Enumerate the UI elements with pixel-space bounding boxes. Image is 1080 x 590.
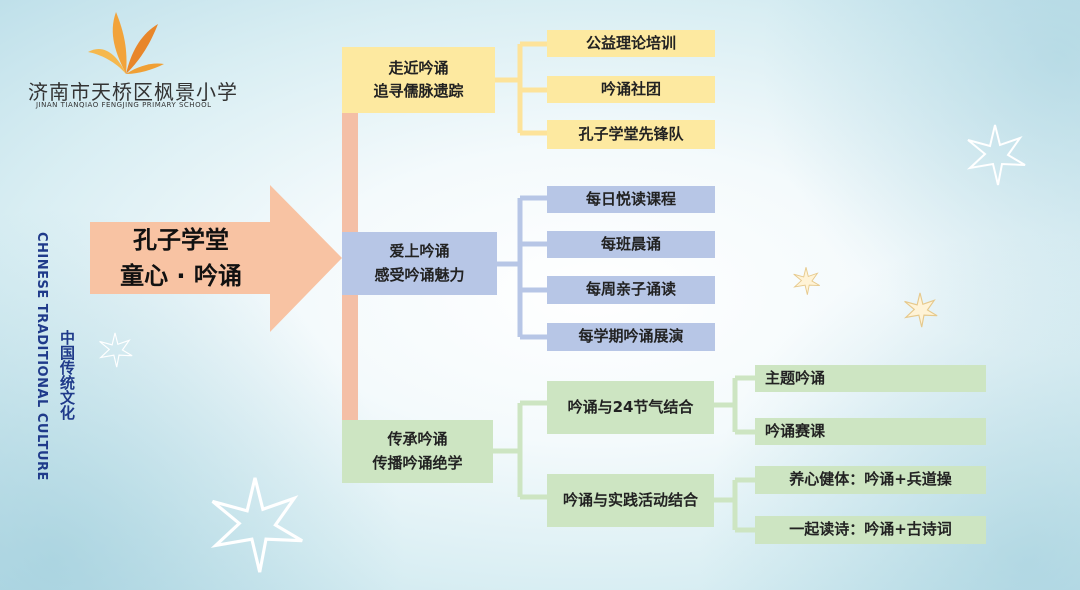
branch-2-line1: 爱上吟诵 <box>389 242 450 261</box>
branch-3-sub-item: 吟诵赛课 <box>755 418 986 445</box>
side-title-english: CHINESE TRADITIONAL CULTURE <box>34 232 49 481</box>
branch-3-sub: 吟诵与实践活动结合 <box>547 474 714 527</box>
branch-2-item: 每周亲子诵读 <box>547 276 715 304</box>
branch-1-line1: 走近吟诵 <box>388 58 449 77</box>
branch-3-sub-item: 一起读诗：吟诵+古诗词 <box>755 516 986 544</box>
branch-1-node: 走近吟诵 追寻儒脉遗踪 <box>342 47 495 113</box>
yellow-bracket <box>495 41 547 136</box>
branch-3-node: 传承吟诵 传播吟诵绝学 <box>342 420 493 483</box>
branch-3-sub-item: 养心健体：吟诵+兵道操 <box>755 466 986 494</box>
root-title-line2: 童心 · 吟诵 <box>120 262 242 290</box>
green-bracket <box>493 375 755 533</box>
branch-2-line2: 感受吟诵魅力 <box>374 265 465 284</box>
branch-2-node: 爱上吟诵 感受吟诵魅力 <box>342 232 497 295</box>
root-title: 孔子学堂 童心 · 吟诵 <box>92 222 270 294</box>
branch-2-item: 每学期吟诵展演 <box>547 323 715 351</box>
school-logo-icon <box>88 12 164 74</box>
side-title-chinese: 中国传统文化 <box>58 330 76 420</box>
branch-3-sub-item: 主题吟诵 <box>755 365 986 392</box>
branch-2-item: 每日悦读课程 <box>547 186 715 213</box>
branch-1-item: 孔子学堂先锋队 <box>547 120 715 149</box>
root-title-line1: 孔子学堂 <box>133 226 229 254</box>
branch-1-item: 公益理论培训 <box>547 30 715 57</box>
blue-bracket <box>497 195 547 340</box>
branch-2-item: 每班晨诵 <box>547 231 715 258</box>
branch-3-line2: 传播吟诵绝学 <box>372 453 463 472</box>
school-name: 济南市天桥区枫景小学 <box>28 80 238 104</box>
root-arrow <box>90 185 342 332</box>
school-name-english: JINAN TIANQIAO FENGJING PRIMARY SCHOOL <box>36 101 212 109</box>
branch-3-line1: 传承吟诵 <box>387 430 448 449</box>
branch-1-line2: 追寻儒脉遗踪 <box>373 82 464 100</box>
branch-1-item: 吟诵社团 <box>547 76 715 103</box>
branch-3-sub: 吟诵与24节气结合 <box>547 381 714 434</box>
